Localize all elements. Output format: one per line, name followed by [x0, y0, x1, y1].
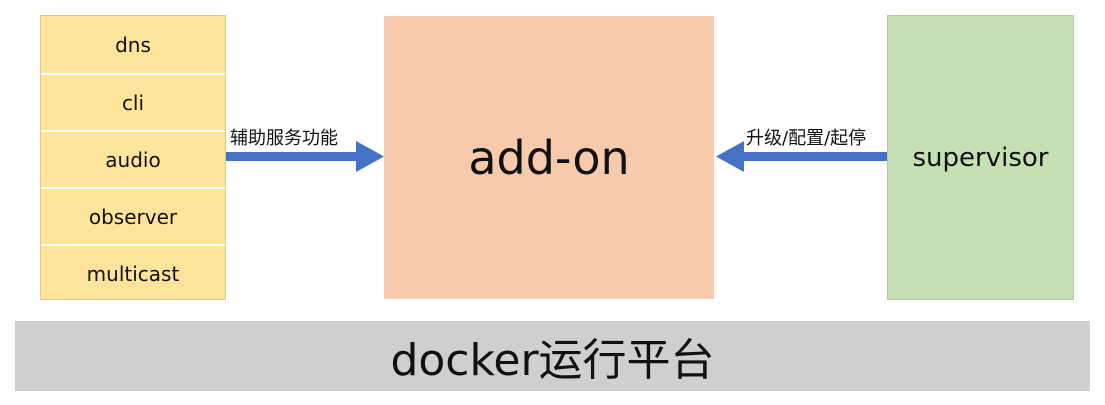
stack-item-audio: audio: [41, 130, 225, 187]
left-arrow-head: [356, 141, 384, 172]
right-arrow-head: [716, 141, 744, 172]
helper-services-stack: dns cli audio observer multicast: [40, 15, 226, 300]
right-arrow-label: 升级/配置/起停: [746, 128, 867, 149]
stack-item-multicast: multicast: [41, 244, 225, 301]
right-arrow: [716, 141, 888, 172]
left-arrow-shaft: [226, 152, 358, 161]
docker-platform-bar: docker运行平台: [15, 321, 1090, 391]
left-arrow-label: 辅助服务功能: [230, 128, 338, 149]
addon-box: add-on: [384, 16, 714, 299]
left-arrow: [226, 141, 384, 172]
right-arrow-shaft: [742, 152, 888, 161]
stack-item-dns: dns: [115, 32, 151, 57]
stack-item-cli: cli: [41, 73, 225, 130]
stack-item-observer: observer: [41, 187, 225, 244]
supervisor-box: supervisor: [887, 15, 1074, 300]
